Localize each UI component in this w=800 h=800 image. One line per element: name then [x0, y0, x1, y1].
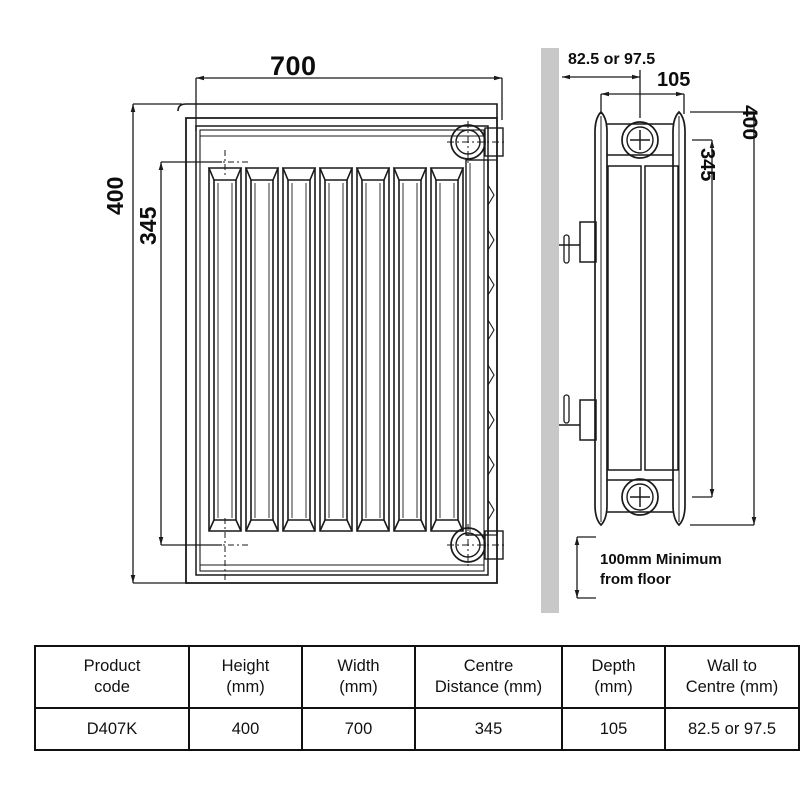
- valve-connection-top: [447, 121, 506, 163]
- front-view-dimensions: [130, 75, 503, 584]
- header-line-1: Width: [337, 656, 380, 675]
- cell-width: 700: [301, 707, 416, 751]
- dimension-label-side-centres-345: 345: [696, 148, 718, 182]
- cell-wall-to-centre: 82.5 or 97.5: [664, 707, 800, 751]
- wall-strip: [541, 48, 559, 613]
- header-line-1: Depth: [591, 656, 636, 675]
- header-line-1: Product: [83, 656, 141, 675]
- specification-table-wrapper: Product code Height (mm) Width (mm) Cent…: [34, 645, 800, 751]
- column-header-wall-to-centre: Wall to Centre (mm): [664, 645, 800, 709]
- side-view-dimensions: [562, 70, 757, 599]
- specification-table: Product code Height (mm) Width (mm) Cent…: [34, 645, 800, 751]
- header-line-1: Height: [221, 656, 270, 675]
- table-header-row: Product code Height (mm) Width (mm) Cent…: [34, 645, 800, 709]
- header-line-2: Distance (mm): [434, 678, 543, 696]
- dimension-label-wall-to-centre: 82.5 or 97.5: [568, 51, 656, 68]
- wall-bracket-lower: [559, 394, 597, 441]
- header-line-2: (mm): [226, 678, 265, 696]
- header-line-1: Wall to: [707, 656, 757, 675]
- header-line-2: (mm): [339, 678, 378, 696]
- cell-depth: 105: [561, 707, 666, 751]
- valve-connection-bottom: [447, 524, 506, 566]
- radiator-fins: [207, 167, 465, 532]
- column-header-centre-distance: Centre Distance (mm): [414, 645, 563, 709]
- right-side-column: [465, 159, 498, 536]
- column-header-width: Width (mm): [301, 645, 416, 709]
- table-row: D407K 400 700 345 105 82.5 or 97.5: [34, 707, 800, 751]
- table-header: Product code Height (mm) Width (mm) Cent…: [34, 645, 800, 709]
- wall-bracket-upper: [559, 221, 597, 264]
- side-valve-top: [621, 121, 659, 159]
- table-body: D407K 400 700 345 105 82.5 or 97.5: [34, 707, 800, 751]
- column-header-depth: Depth (mm): [561, 645, 666, 709]
- cell-height: 400: [188, 707, 303, 751]
- column-header-product-code: Product code: [34, 645, 190, 709]
- side-valve-bottom: [621, 478, 659, 516]
- header-line-2: code: [94, 678, 130, 696]
- dimension-label-width-700: 700: [270, 51, 317, 81]
- cell-product-code: D407K: [34, 707, 190, 751]
- column-header-height: Height (mm): [188, 645, 303, 709]
- cell-centre-distance: 345: [414, 707, 563, 751]
- side-view-group: [559, 110, 686, 527]
- header-line-2: (mm): [594, 678, 633, 696]
- dimension-label-side-height-400: 400: [738, 105, 761, 141]
- header-line-1: Centre: [463, 656, 514, 675]
- dimension-label-depth-105: 105: [657, 69, 691, 91]
- header-line-2: Centre (mm): [685, 678, 779, 696]
- dimension-label-front-centres-345: 345: [135, 206, 161, 245]
- note-minimum-floor-clearance: 100mm Minimum from floor: [600, 551, 722, 589]
- front-view-group: [177, 103, 506, 584]
- dimension-label-front-height-400: 400: [102, 176, 128, 215]
